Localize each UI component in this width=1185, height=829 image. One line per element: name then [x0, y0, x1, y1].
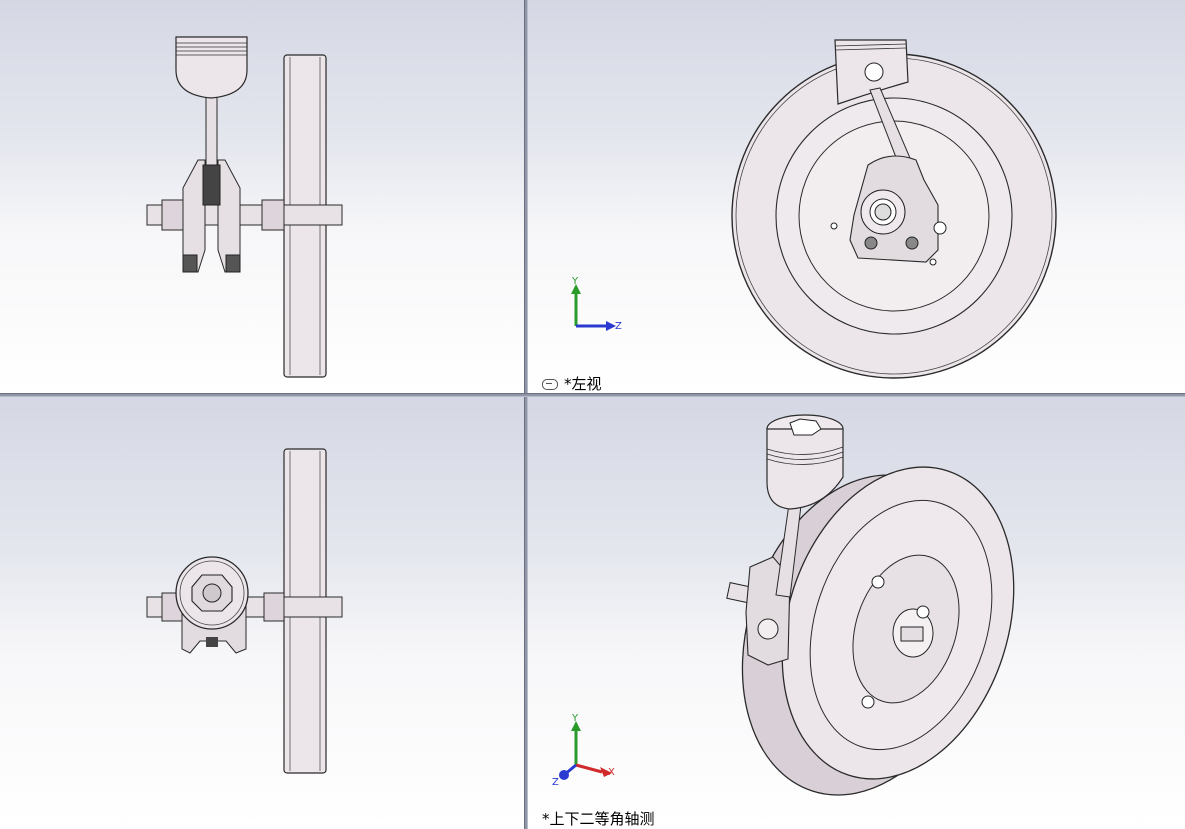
view-label-dimetric: *上下二等角轴测	[542, 808, 655, 829]
viewport-left[interactable]: Y Z *左视	[528, 0, 1185, 393]
viewport-dimetric[interactable]: Y X Z *上下二等角轴测	[528, 397, 1185, 829]
link-icon	[542, 379, 558, 390]
piston	[766, 428, 844, 510]
viewport-front[interactable]	[0, 0, 524, 393]
axis-z-label: Z	[615, 321, 622, 332]
coordinate-triad: Y Z	[571, 276, 622, 332]
coordinate-triad: Y X Z	[552, 713, 615, 788]
model-left-view: Y Z	[571, 39, 1057, 379]
model-dimetric-view: Y X Z	[552, 414, 1015, 796]
axis-x-label: X	[608, 767, 615, 778]
model-front-view	[146, 36, 343, 378]
axis-y-label: Y	[571, 276, 579, 287]
axis-z-label: Z	[552, 777, 559, 788]
view-label-text: *左视	[564, 375, 602, 393]
view-label-left: *左视	[542, 373, 602, 393]
view-label-text: *上下二等角轴测	[542, 810, 655, 828]
piston	[175, 36, 248, 99]
axis-y-label: Y	[571, 713, 579, 724]
viewport-top[interactable]	[0, 397, 524, 829]
model-top-view	[146, 448, 343, 774]
viewport-splitter-vertical[interactable]	[524, 0, 528, 829]
viewport-splitter-horizontal[interactable]	[0, 393, 1185, 397]
